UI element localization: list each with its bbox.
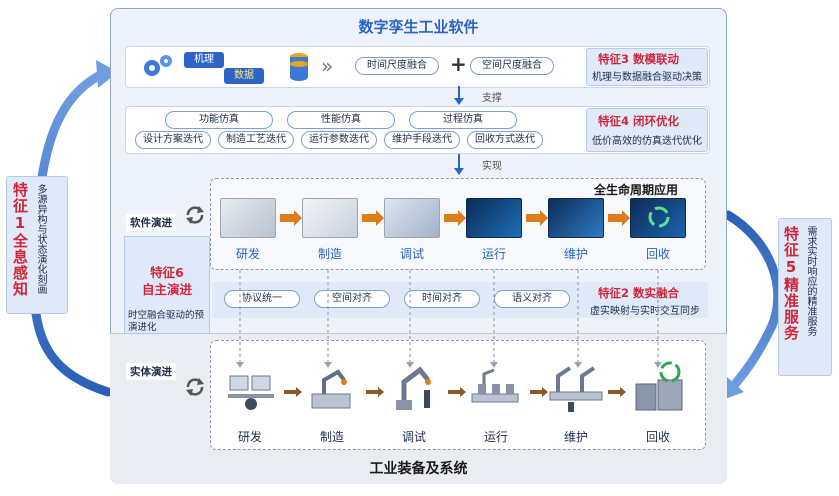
realize-label: 实现: [482, 161, 502, 172]
feature5-box: [778, 218, 832, 376]
feature2-desc: 虚实映射与实时交互同步: [590, 306, 700, 317]
phys-stage-img-rd: [228, 375, 274, 410]
feature3-desc: 机理与数据融合驱动决策: [592, 72, 702, 83]
align-space: 空间对齐: [314, 290, 390, 308]
plus-icon: +: [450, 52, 467, 76]
feature1-box: [6, 176, 68, 314]
down-arrow-2: [454, 154, 464, 175]
feature4-title: 特征4 闭环优化: [598, 114, 680, 128]
feature5-desc: 需求实时响应的精准服务: [805, 226, 816, 336]
recycle-icon: [648, 206, 670, 228]
feature6-desc: 时空融合驱动的预演进化: [128, 310, 205, 333]
feature4-desc: 低价高效的仿真迭代优化: [592, 136, 702, 147]
feature1-desc: 多源异构与状态演化刻画: [35, 184, 46, 294]
sw-stage-img-maint: [548, 198, 604, 238]
phys-stage-rd: 研发: [237, 430, 262, 444]
time-scale-fusion: 时间尺度融合: [355, 57, 439, 75]
align-semantic: 语义对齐: [494, 290, 570, 308]
cycle-icon-physical: [186, 378, 204, 396]
mechanism-tag: 机理: [184, 52, 224, 68]
equipment-title: 工业装备及系统: [369, 461, 468, 477]
feature1-title: 特征1全息感知: [11, 182, 29, 297]
phys-stage-maint: 维护: [563, 430, 588, 444]
cycle-icon-software: [186, 206, 204, 224]
phys-stage-img-recycle: [635, 361, 683, 411]
feature3-title: 特征3 数模联动: [598, 52, 680, 66]
sw-stage-img-rd: [220, 198, 276, 238]
physical-evolution-label: 实体演进: [126, 363, 176, 380]
phys-stage-recycle: 回收: [645, 430, 670, 444]
lifecycle-title: 全生命周期应用: [594, 183, 679, 197]
sw-stage-arrows: [280, 210, 630, 226]
feature5-title: 特征5精准服务: [782, 226, 800, 341]
iter-recycle: 回收方式迭代: [467, 131, 543, 149]
physical-lifecycle-box: [210, 340, 706, 450]
align-protocol: 协议统一: [224, 290, 300, 308]
sw-stage-recycle: 回收: [645, 247, 670, 261]
phys-stage-img-maint: [549, 366, 603, 412]
support-label: 支撑: [482, 93, 502, 104]
data-tag: 数据: [224, 68, 264, 84]
sw-stage-img-recycle: [630, 198, 686, 238]
feature3-box: [586, 48, 708, 86]
software-evolution-label: 软件演进: [126, 214, 176, 231]
feature6-title-2: 自主演进: [141, 282, 192, 297]
sw-stage-rd: 研发: [235, 247, 260, 261]
phys-stage-arrows: [284, 387, 626, 397]
phys-stage-mfg: 制造: [319, 430, 344, 444]
feature2-title: 特征2 数实融合: [598, 286, 680, 300]
sw-stage-mfg: 制造: [317, 247, 342, 261]
double-arrow-icon: »: [321, 54, 334, 78]
gear-icon: [144, 55, 172, 76]
feature6-title-1: 特征6: [150, 265, 184, 280]
align-time: 时间对齐: [404, 290, 480, 308]
down-arrow-1: [454, 86, 464, 105]
feature4-box: [586, 108, 708, 152]
iter-design: 设计方案迭代: [135, 131, 211, 149]
mapping-dashed-links: [236, 270, 662, 368]
sim-performance: 性能仿真: [287, 111, 395, 129]
phys-stage-img-run: [471, 368, 519, 403]
phys-stage-debug: 调试: [401, 430, 426, 444]
sw-stage-img-mfg: [302, 198, 358, 238]
iter-operation: 运行参数迭代: [301, 131, 377, 149]
feature6-box: [124, 236, 210, 334]
sw-stage-debug: 调试: [399, 247, 424, 261]
iter-manufacture: 制造工艺迭代: [218, 131, 294, 149]
sw-stage-img-debug: [384, 198, 440, 238]
sw-stage-maint: 维护: [563, 247, 588, 261]
sw-stage-run: 运行: [481, 247, 506, 261]
phys-stage-run: 运行: [483, 430, 508, 444]
iter-maintenance: 维护手段迭代: [384, 131, 460, 149]
software-title: 数字孪生工业软件: [358, 18, 479, 36]
database-icon: [290, 53, 308, 81]
sim-process: 过程仿真: [409, 111, 517, 129]
space-scale-fusion: 空间尺度融合: [470, 57, 554, 75]
phys-stage-img-mfg: [311, 369, 351, 409]
sw-stage-img-run: [466, 198, 522, 238]
sim-function: 功能仿真: [165, 111, 273, 129]
phys-stage-img-debug: [396, 366, 431, 410]
